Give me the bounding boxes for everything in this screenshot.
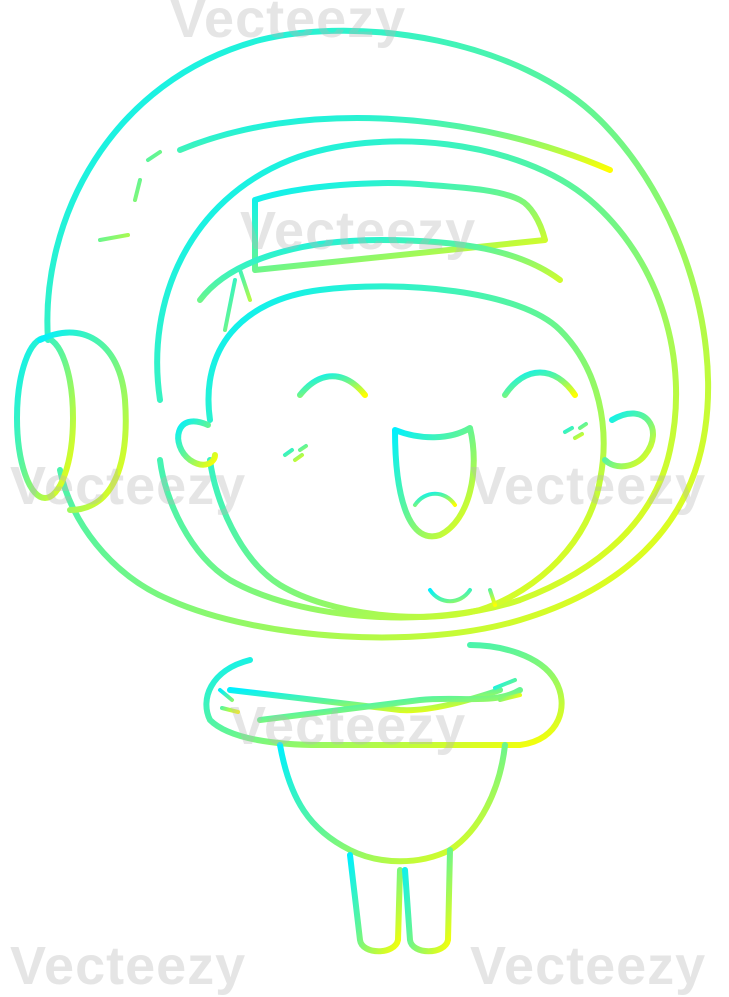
hair [252,180,548,273]
right-eye [502,369,578,398]
left-hand [493,678,522,702]
chin [428,588,497,607]
right-ear [602,410,656,470]
helmet-rim [177,115,613,173]
mouth [392,425,477,540]
right-cheek [563,422,588,440]
face-outline [205,283,607,620]
helmet-outline [44,27,712,641]
torso [203,642,565,748]
left-leg [347,852,403,955]
helmet-ear-piece [14,335,76,501]
right-hand [218,688,240,714]
left-eye [297,373,368,398]
helmet-highlight [98,150,162,242]
right-leg [402,847,453,955]
crossed-arm-lower [257,687,523,723]
helmet-visor-opening [154,138,679,621]
crossed-arm-upper [227,687,503,714]
body-lower [277,742,508,865]
tongue [413,491,457,507]
left-cheek [283,444,308,462]
left-ear [175,418,218,468]
helmet-ear-piece-body [37,329,129,513]
hair-strand [223,268,252,332]
hair-part [197,237,563,303]
